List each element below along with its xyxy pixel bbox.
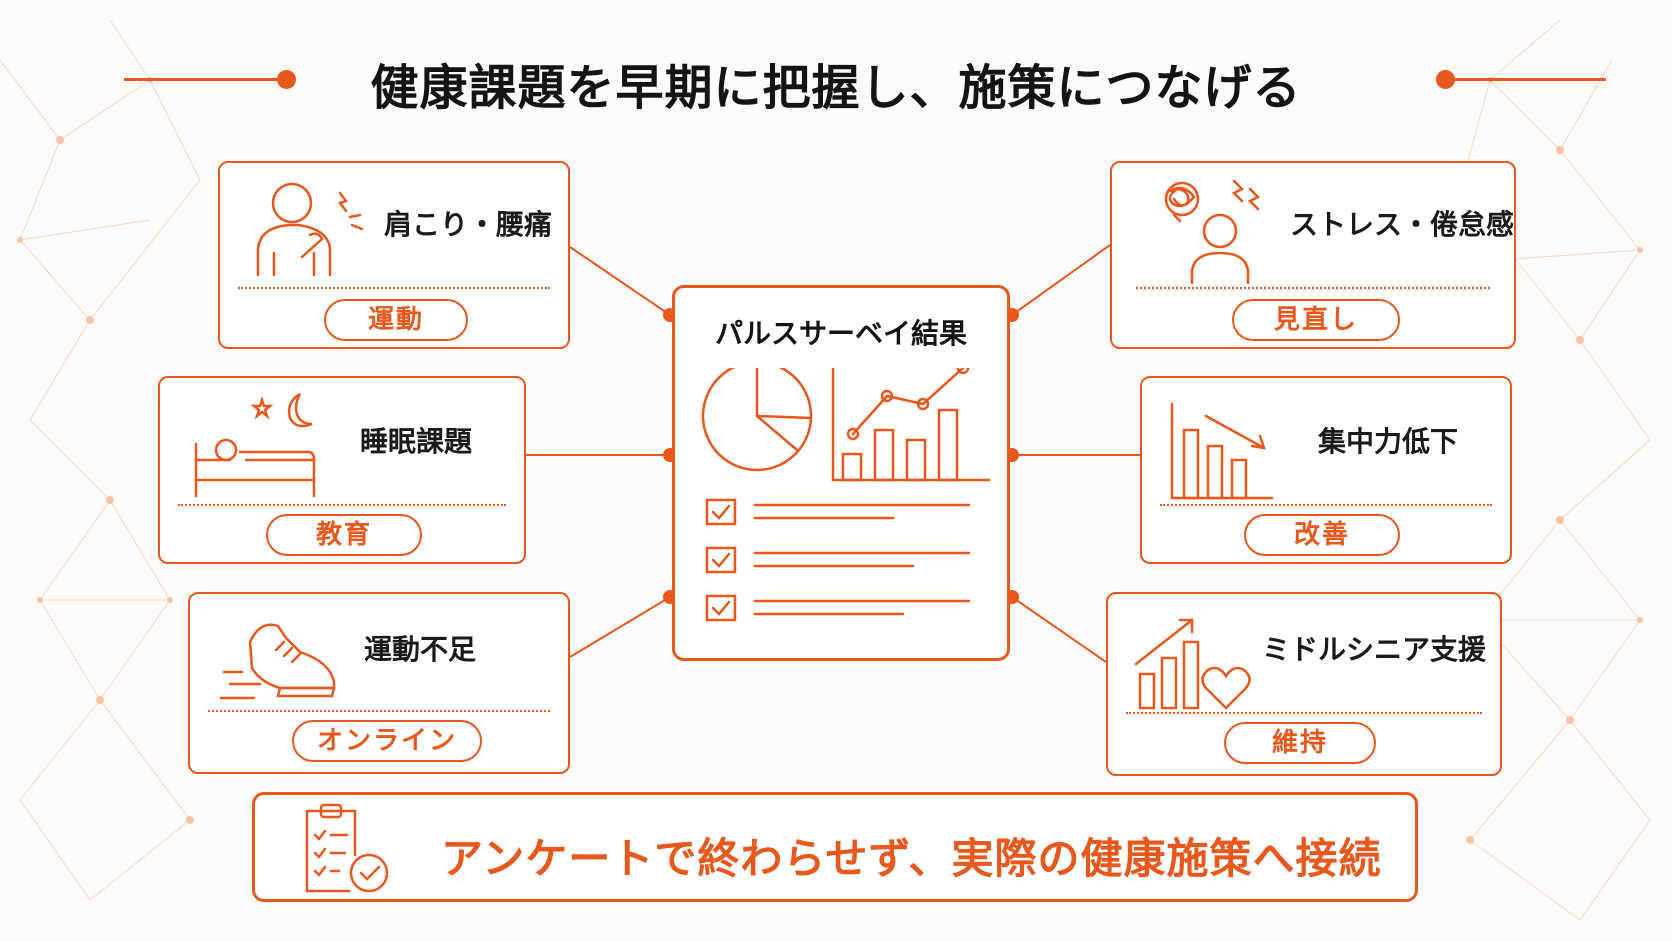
card-divider (238, 287, 550, 289)
clipboard-check-icon (305, 803, 389, 893)
card-divider (1136, 287, 1490, 289)
title-right-dot (1436, 70, 1455, 89)
title-left-line (124, 78, 284, 81)
title-right-line (1448, 78, 1606, 81)
action-badge: 運動 (324, 299, 468, 341)
card-divider (178, 504, 506, 506)
stress-person-icon (1164, 179, 1261, 285)
page-title: 健康課題を早期に把握し、施策につなげる (370, 60, 1302, 116)
pulse-survey-card: パルスサーベイ結果 (672, 285, 1010, 661)
center-title: パルスサーベイ結果 (714, 317, 967, 350)
issue-card-shoulder: 肩こり・腰痛 運動 (218, 161, 570, 349)
issue-label: 運動不足 (364, 633, 477, 666)
shoulder-pain-icon (256, 182, 364, 277)
title-row: 健康課題を早期に把握し、施策につなげる (0, 40, 1672, 120)
issue-label: 肩こり・腰痛 (384, 208, 553, 241)
issue-card-sleep: 睡眠課題 教育 (158, 376, 526, 564)
issue-label: ミドルシニア支援 (1262, 633, 1487, 666)
sleep-bed-icon (194, 392, 316, 498)
action-badge: 見直し (1232, 299, 1400, 341)
issue-card-senior: ミドルシニア支援 維持 (1106, 592, 1502, 776)
card-divider (208, 710, 550, 712)
issue-card-exercise: 運動不足 オンライン (188, 592, 570, 774)
survey-report-icon (701, 368, 991, 622)
running-shoe-icon (220, 623, 336, 700)
issue-label: 睡眠課題 (360, 425, 473, 458)
action-badge: 教育 (266, 514, 422, 556)
declining-bars-icon (1170, 402, 1274, 500)
card-divider (1126, 712, 1482, 714)
footer-message: アンケートで終わらせず、実際の健康施策へ接続 (441, 834, 1382, 883)
card-divider (1160, 504, 1492, 506)
footer-message-bar: アンケートで終わらせず、実際の健康施策へ接続 (252, 792, 1418, 902)
issue-label: 集中力低下 (1318, 425, 1459, 458)
action-badge: 維持 (1224, 722, 1376, 764)
action-badge: 改善 (1244, 514, 1400, 556)
issue-label: ストレス・倦怠感 (1290, 208, 1515, 241)
issue-card-stress: ストレス・倦怠感 見直し (1110, 161, 1516, 349)
action-badge: オンライン (292, 720, 482, 762)
issue-card-focus: 集中力低下 改善 (1140, 376, 1512, 564)
title-left-dot (277, 70, 296, 89)
growth-heart-icon (1134, 618, 1251, 710)
